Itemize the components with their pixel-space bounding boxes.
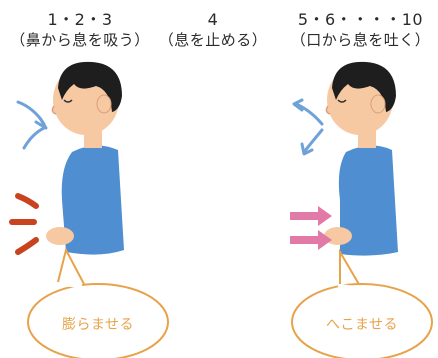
inhale-air-arrows bbox=[16, 100, 48, 150]
contract-arrow-lower bbox=[290, 230, 332, 250]
bubble-outline-inhale bbox=[27, 283, 169, 358]
expand-mark-1 bbox=[15, 193, 39, 209]
ear-inhale bbox=[96, 94, 112, 114]
exhale-arrowhead-upper bbox=[292, 98, 304, 112]
person-inhale bbox=[46, 61, 124, 255]
bubble-tail-exhale bbox=[339, 248, 361, 287]
expand-mark-3 bbox=[15, 237, 39, 255]
exhale-arrow-upper bbox=[294, 102, 324, 126]
bubble-label-inhale: 膨らませる bbox=[61, 317, 135, 333]
inhale-arrowhead bbox=[34, 116, 48, 130]
inhale-arrow-lower bbox=[22, 126, 46, 150]
step-hold-count: 4 bbox=[207, 10, 219, 29]
hair-exhale bbox=[332, 61, 396, 112]
step-exhale-count: 5・6・・・・10 bbox=[297, 10, 424, 29]
speech-bubble-exhale bbox=[291, 248, 433, 358]
person-exhale bbox=[324, 61, 398, 256]
arm-exhale bbox=[338, 168, 376, 242]
eye-exhale bbox=[337, 99, 347, 103]
exhale-air-arrows bbox=[292, 98, 324, 156]
step-inhale-description: （鼻から息を吸う） bbox=[10, 31, 150, 49]
hair-inhale bbox=[58, 61, 122, 112]
step-inhale-count: 1・2・3 bbox=[47, 10, 113, 29]
ear-exhale bbox=[370, 94, 386, 114]
step-exhale-description: （口から息を吐く） bbox=[290, 31, 431, 49]
bubble-tail-inhale bbox=[57, 247, 85, 285]
arm-inhale bbox=[60, 168, 102, 242]
bubble-label-exhale: へこませる bbox=[325, 317, 399, 333]
nose-inhale bbox=[51, 105, 57, 115]
step-hold-description: （息を止める） bbox=[158, 31, 268, 49]
belly-contract-arrows bbox=[290, 206, 332, 250]
contract-arrow-upper bbox=[290, 206, 332, 226]
step-hold-caption: 4 （息を止める） bbox=[148, 10, 278, 50]
speech-bubble-inhale bbox=[27, 247, 169, 358]
step-exhale-caption: 5・6・・・・10 （口から息を吐く） bbox=[283, 10, 438, 50]
step-inhale-caption: 1・2・3 （鼻から息を吸う） bbox=[0, 10, 160, 50]
eye-inhale bbox=[63, 99, 73, 103]
belly-expand-marks bbox=[9, 193, 39, 255]
exhale-arrowhead-lower bbox=[300, 142, 314, 156]
exhale-arrow-lower bbox=[302, 128, 324, 154]
hand-inhale bbox=[46, 227, 74, 245]
nose-exhale bbox=[325, 105, 331, 115]
bubble-outline-exhale bbox=[291, 283, 433, 358]
